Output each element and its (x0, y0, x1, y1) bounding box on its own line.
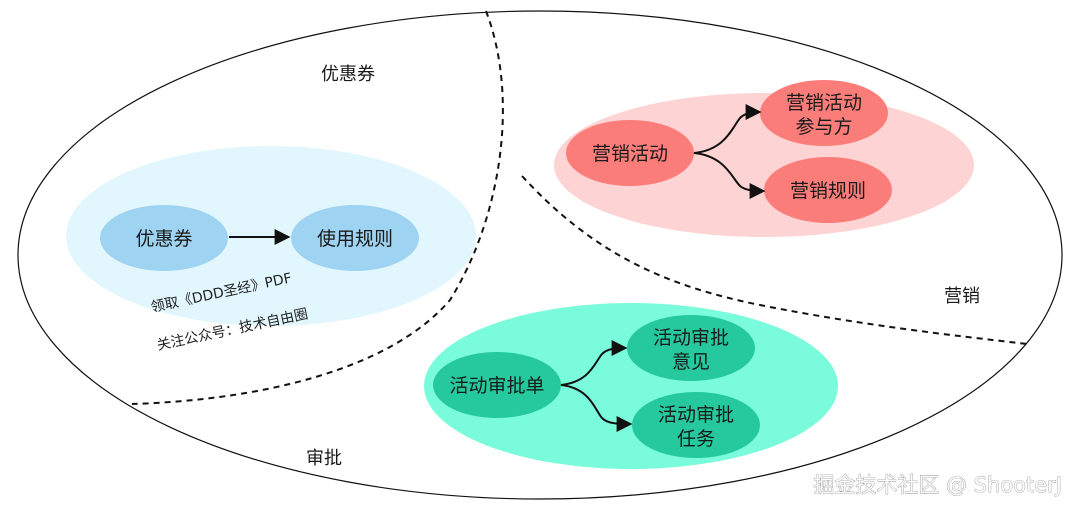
approval-opinion-node-label-2: 意见 (672, 351, 710, 373)
watermark: 掘金技术社区 @ ShooterJ (813, 473, 1062, 497)
marketing-participant-node-label-2: 参与方 (795, 116, 852, 138)
marketing-rules-node[interactable] (764, 157, 892, 223)
region-label-coupon: 优惠券 (321, 64, 375, 85)
approval-opinion-node[interactable] (627, 315, 755, 381)
arrow-approval-to-opinion (560, 340, 628, 386)
approval-task-node-label-2: 任务 (677, 428, 715, 450)
approval-opinion-node-label-1: 活动审批 (653, 327, 729, 349)
arrow-marketing-to-participant (693, 104, 762, 154)
approval-form-node[interactable] (433, 352, 561, 418)
coupon-node[interactable] (100, 205, 228, 271)
region-label-marketing: 营销 (944, 286, 980, 307)
usage-rules-node[interactable] (291, 205, 419, 271)
usage-rules-node-label: 使用规则 (317, 228, 393, 250)
marketing-participant-node[interactable] (760, 80, 888, 146)
coupon-node-label: 优惠券 (135, 228, 192, 250)
approval-form-node-label: 活动审批单 (449, 375, 544, 397)
marketing-participant-node-label-1: 营销活动 (786, 92, 862, 114)
region-label-approval: 审批 (306, 448, 342, 469)
outer-boundary (17, 10, 1063, 500)
marketing-activity-node[interactable] (566, 120, 694, 186)
arrow-approval-to-task (560, 384, 633, 432)
approval-task-node[interactable] (632, 392, 760, 458)
boundary-coupon-marketing (131, 10, 504, 405)
arrow-marketing-to-rules (693, 152, 766, 199)
boundary-marketing-approval (521, 175, 1028, 345)
marketing-rules-node-label: 营销规则 (790, 180, 866, 202)
approval-task-node-label-1: 活动审批 (658, 404, 734, 426)
marketing-activity-node-label: 营销活动 (592, 143, 668, 165)
